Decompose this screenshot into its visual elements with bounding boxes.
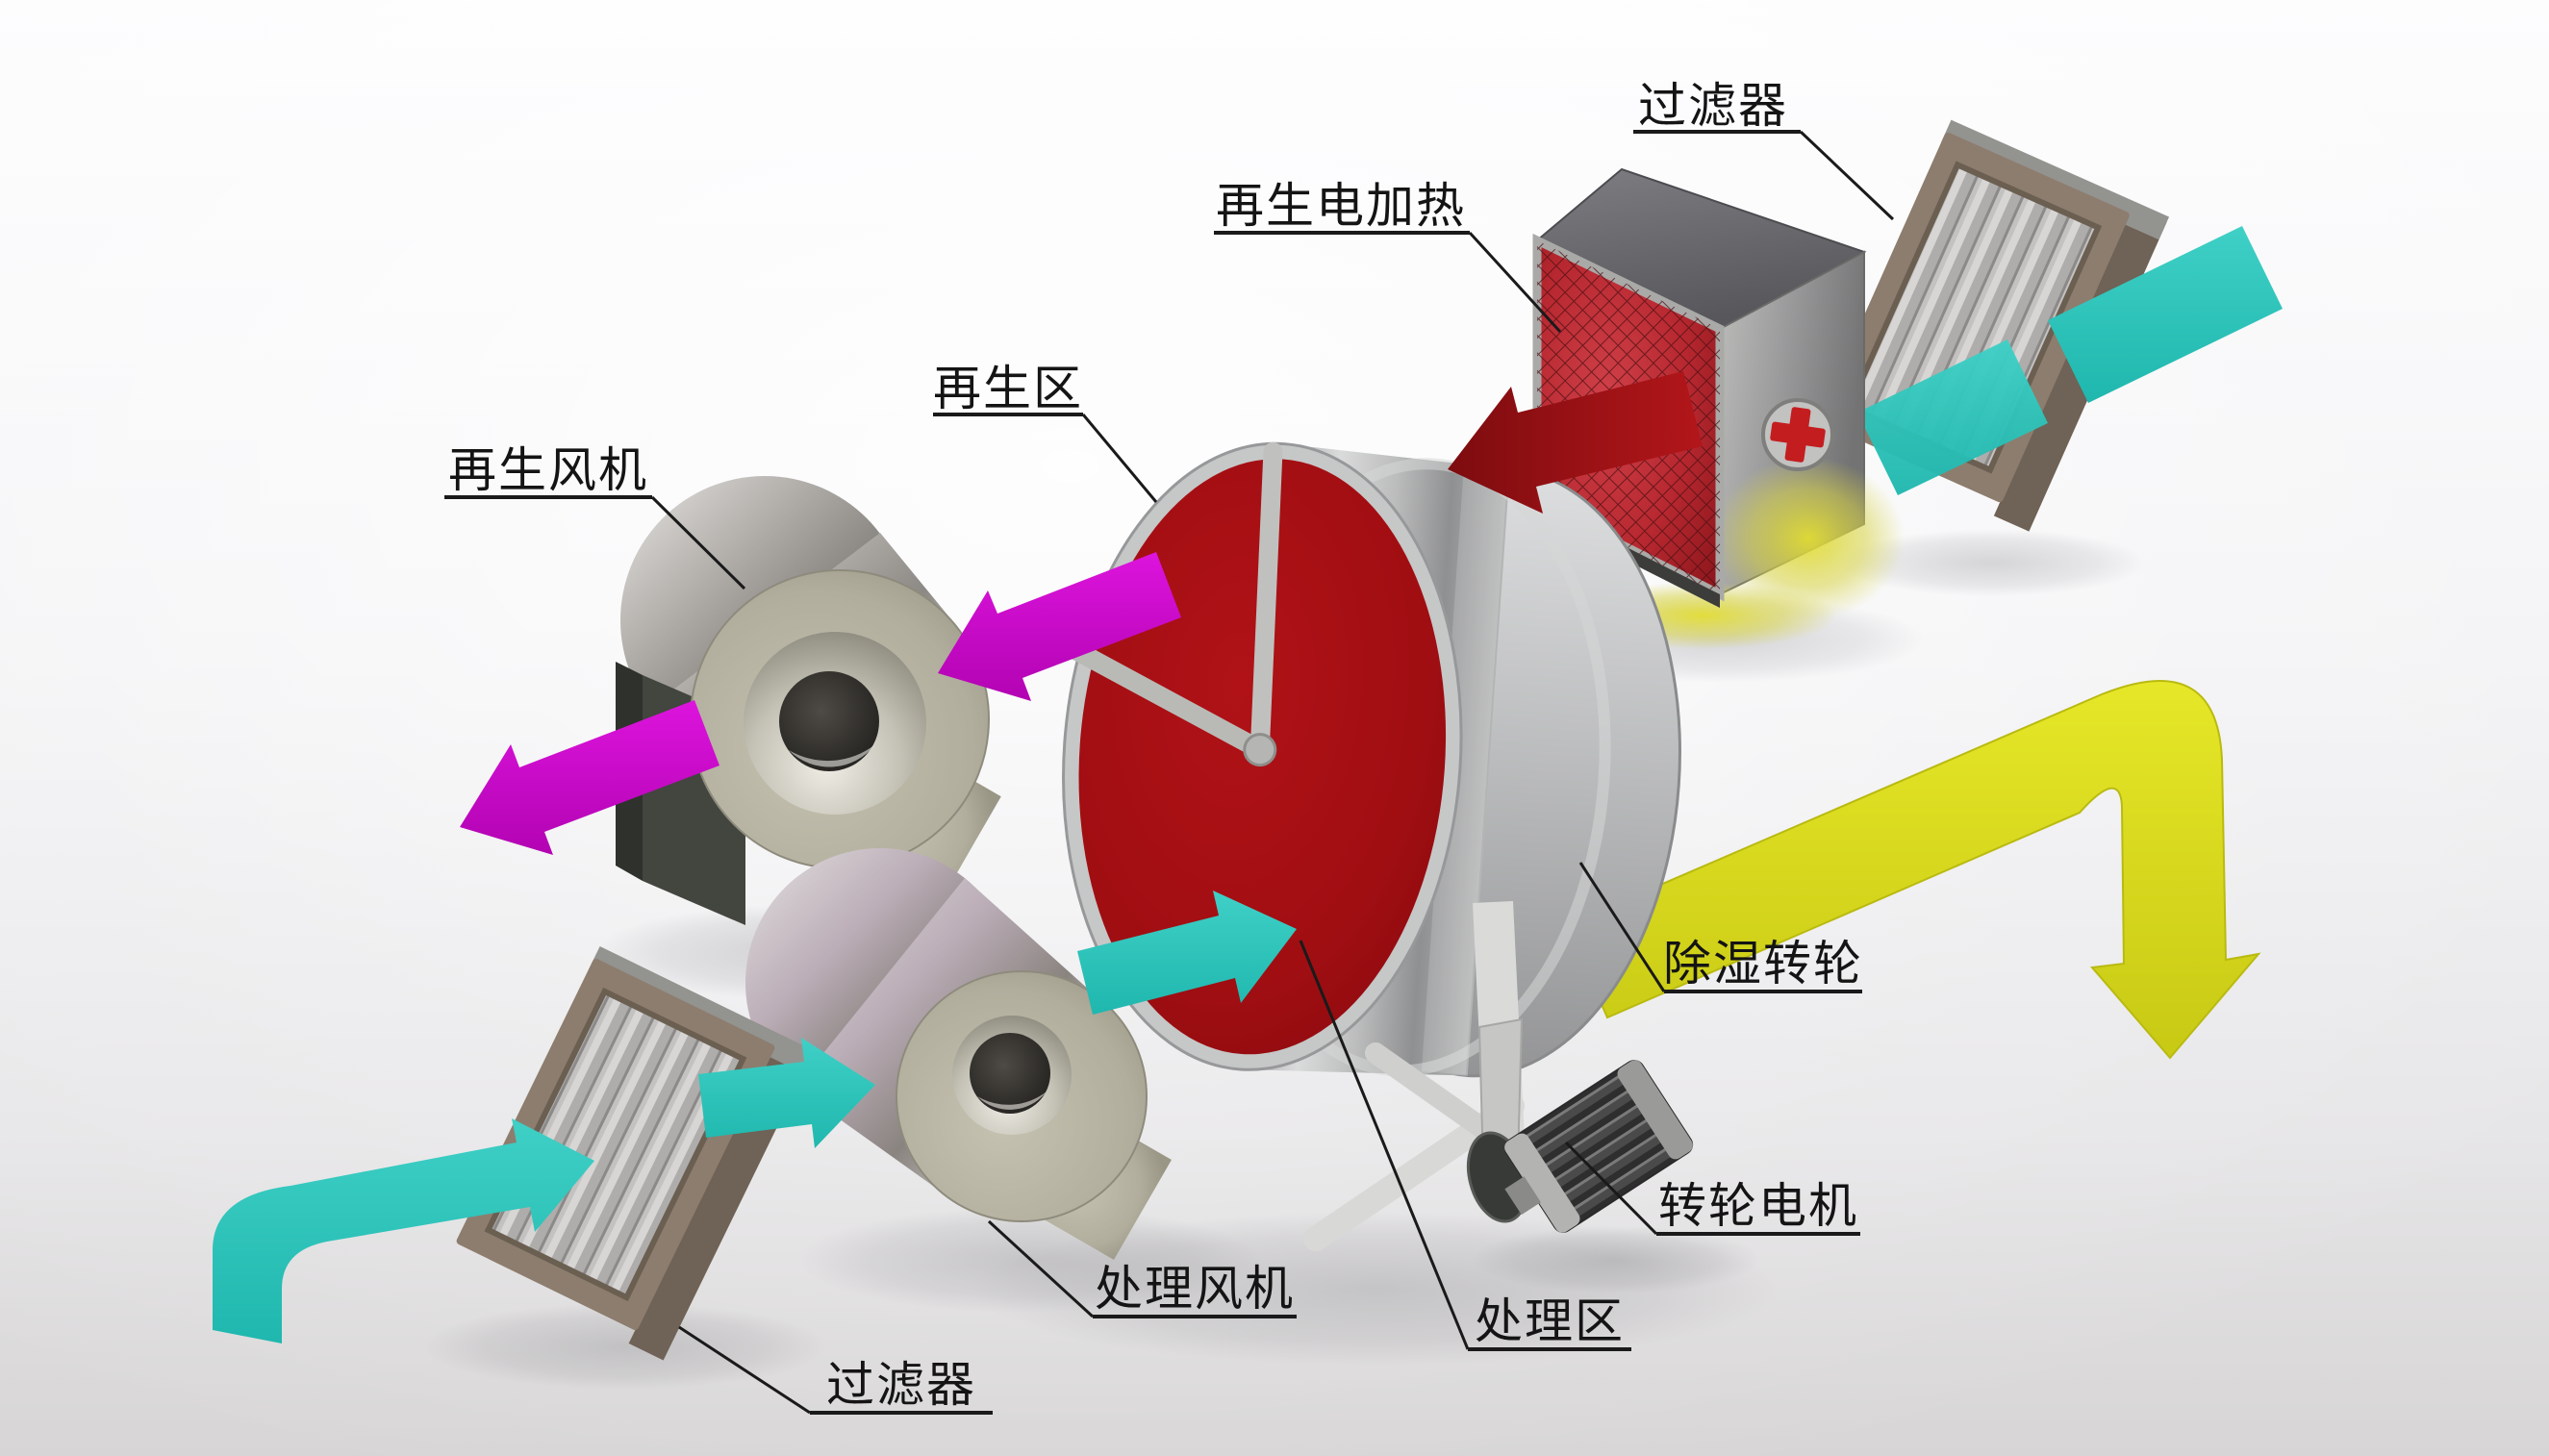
label-regen-fan: 再生风机 [448, 443, 648, 497]
callout-regen-fan: 再生风机 [444, 443, 746, 590]
wheel-drum-highlight [1421, 466, 1508, 1075]
label-wheel: 除湿转轮 [1663, 937, 1863, 991]
callout-filter-top: 过滤器 [1633, 79, 1895, 221]
leader-filter-top [1799, 130, 1895, 221]
arrow-regen-exhaust-wheel-to-fan [938, 552, 1181, 701]
label-filter-top: 过滤器 [1638, 79, 1788, 133]
regen-fan [616, 476, 1001, 925]
process-fan-face [896, 970, 1172, 1260]
regen-fan-face [690, 569, 1001, 905]
leader-regen-fan [650, 495, 746, 590]
leader-process-fan [987, 1219, 1095, 1318]
motor-front-band [1504, 1133, 1580, 1233]
callout-wheel: 除湿转轮 [1578, 862, 1863, 993]
wheel-sector-bar-top [1249, 441, 1283, 760]
callouts: 过滤器 再生电加热 再生区 再生风机 除湿转轮 转轮电机 [444, 79, 1895, 1415]
wheel-hub [1243, 733, 1277, 767]
arrow-intake-air-top-segment-tail [2048, 226, 2283, 403]
arrow-air-filter-to-fan [698, 1038, 875, 1148]
motor-shaft [1504, 1176, 1541, 1216]
filter-bottom-pleats [484, 987, 747, 1302]
arrow-hot-air-heater-to-wheel [1448, 371, 1703, 514]
arrow-regen-exhaust-fan-out [460, 700, 719, 855]
label-regen-zone: 再生区 [933, 362, 1083, 415]
motor-rear-band [1617, 1060, 1693, 1160]
label-regen-heater: 再生电加热 [1216, 179, 1466, 233]
callout-process-fan: 处理风机 [987, 1219, 1297, 1318]
label-filter-bottom: 过滤器 [826, 1358, 976, 1412]
heater-emblem [1761, 398, 1834, 471]
regen-fan-hole-highlight [789, 744, 875, 767]
arrow-dry-air-out [1565, 680, 2261, 1060]
leader-regen-heater [1468, 231, 1562, 334]
callout-filter-bottom: 过滤器 [678, 1325, 993, 1415]
leader-process-zone [1299, 940, 1470, 1350]
callout-process-zone: 处理区 [1299, 940, 1631, 1351]
regen-fan-inlet-hole [779, 671, 879, 771]
leader-regen-zone [1081, 414, 1158, 503]
wheel-sector-bar-left [1061, 638, 1270, 760]
callout-regen-zone: 再生区 [933, 362, 1158, 503]
leader-filter-bottom [678, 1325, 811, 1415]
heater-glow [1712, 457, 1905, 620]
arrow-air-fan-to-wheel [1077, 891, 1297, 1015]
leader-wheel-motor [1564, 1141, 1658, 1236]
callout-regen-heater: 再生电加热 [1214, 179, 1562, 334]
arrow-moist-air-inlet [213, 1118, 594, 1343]
process-fan-hole-highlight [977, 1092, 1047, 1110]
wheel-motor [1503, 1060, 1694, 1233]
process-fan-inlet-hole [970, 1033, 1050, 1114]
arrow-intake-air-top-segment-front [1857, 339, 2048, 495]
label-wheel-motor: 转轮电机 [1658, 1179, 1858, 1233]
label-process-zone: 处理区 [1475, 1294, 1625, 1348]
label-process-fan: 处理风机 [1095, 1262, 1295, 1316]
callout-wheel-motor: 转轮电机 [1564, 1141, 1860, 1236]
leader-wheel [1578, 862, 1666, 992]
